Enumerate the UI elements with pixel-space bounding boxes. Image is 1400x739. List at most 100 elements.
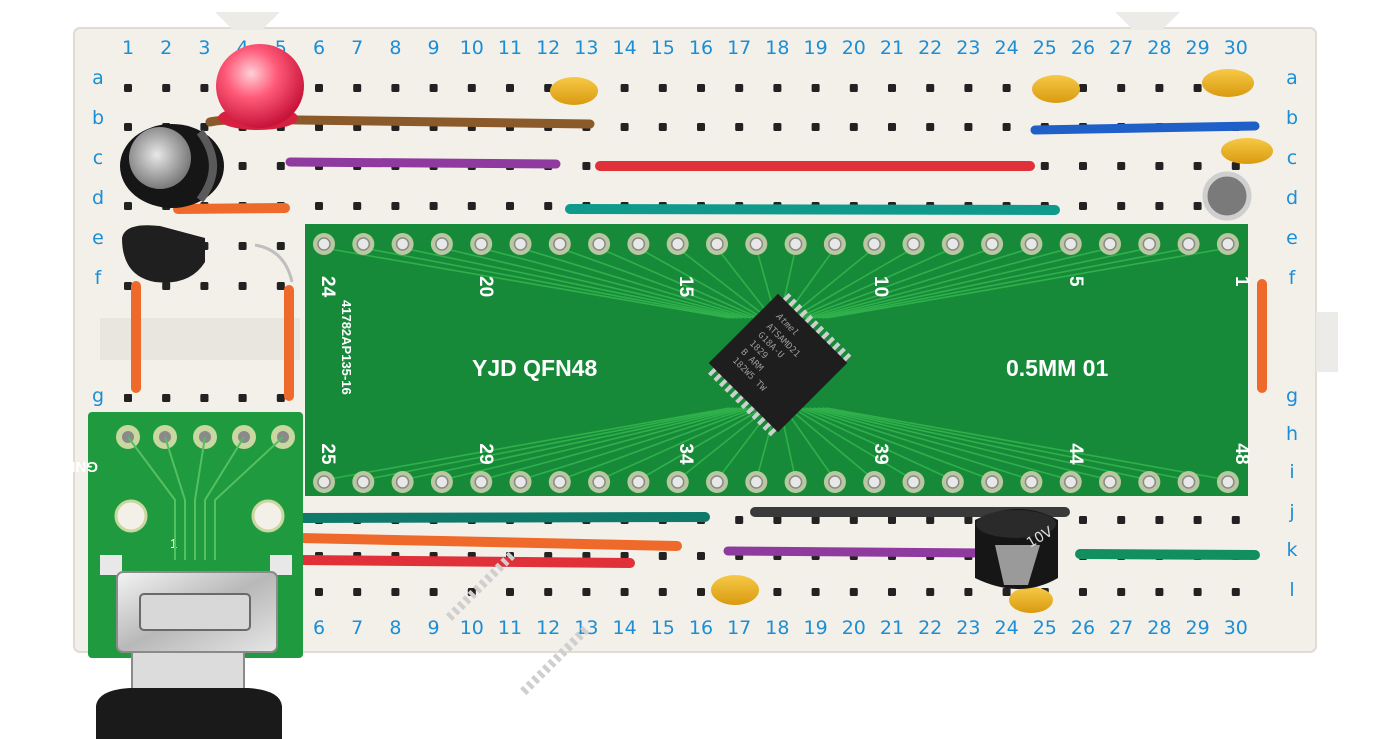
breadboard-hole: [162, 282, 171, 290]
pcb-trace: [402, 247, 739, 319]
header-pin: [1103, 475, 1117, 489]
breadboard-hole: [1193, 162, 1202, 170]
chip-lead: [804, 314, 814, 324]
chip-lead: [735, 394, 745, 404]
breadboard-hole: [315, 588, 323, 596]
capacitor-stripe: [196, 129, 217, 203]
breadboard-hole: [124, 202, 132, 210]
column-number: 17: [727, 37, 751, 59]
pcb-trace: [813, 407, 1111, 481]
breadboard-hole: [620, 84, 629, 92]
breadboard-hole: [1079, 84, 1087, 92]
breadboard-hole: [1079, 516, 1087, 524]
row-letter: l: [1289, 579, 1294, 601]
breadboard-hole: [1002, 588, 1011, 596]
breadboard-hole: [1231, 588, 1240, 596]
column-number: 26: [1071, 37, 1095, 59]
breadboard-hole: [1155, 162, 1164, 170]
header-pin: [474, 237, 488, 251]
chip-lead: [842, 352, 852, 363]
pcb-trace: [598, 407, 760, 481]
chip-lead: [558, 647, 568, 658]
header-pin: [356, 237, 371, 251]
breadboard-hole: [926, 123, 935, 131]
breadboard-hole: [238, 242, 247, 250]
chip-lead: [494, 562, 505, 572]
pin-number-label: 15: [675, 276, 696, 298]
chip-lead: [456, 600, 466, 610]
chip-lead: [782, 292, 792, 303]
row-letter: d: [92, 187, 104, 209]
breadboard-hole: [162, 84, 171, 92]
breadboard-hole: [276, 242, 285, 250]
header-pin: [1142, 237, 1157, 251]
row-letter: h: [1286, 423, 1298, 445]
column-number: 29: [1186, 37, 1210, 59]
row-letter: j: [1288, 501, 1294, 523]
pcb-trace: [809, 407, 1071, 481]
chip-lead: [451, 606, 461, 616]
breadboard-hole: [1002, 123, 1011, 131]
chip-leads: [445, 292, 852, 696]
breadboard-hole: [773, 123, 782, 131]
pcb-trace: [787, 407, 875, 481]
pcb-trace: [826, 407, 1229, 481]
breadboard-hole: [582, 588, 591, 596]
column-number: 22: [918, 617, 942, 639]
column-number: 28: [1147, 617, 1171, 639]
pcb-trace: [821, 407, 1189, 481]
row-letter: a: [92, 67, 104, 89]
header-pin: [788, 237, 803, 251]
ceramic-capacitor: [711, 575, 759, 605]
red-led: [216, 44, 304, 128]
chip-lead: [831, 341, 841, 352]
pcb-trace: [520, 247, 751, 319]
wire-purple-top: [285, 157, 561, 169]
pin-number-label: 39: [870, 443, 891, 464]
breadboard-hole: [315, 84, 323, 92]
column-number: 1: [122, 37, 134, 59]
header-pin: [356, 475, 371, 489]
header-pin: [985, 237, 999, 251]
ceramic-capacitor: [550, 77, 598, 105]
board-side-tab: [1316, 312, 1338, 372]
breadboard-hole: [276, 162, 285, 170]
breadboard-hole: [1040, 162, 1049, 170]
header-pin: [946, 237, 960, 251]
row-letter: e: [92, 227, 104, 249]
column-number: 23: [956, 37, 980, 59]
row-letter: b: [92, 107, 104, 129]
column-number: 8: [389, 37, 401, 59]
chip-lead: [531, 675, 541, 685]
header-pin: [553, 237, 567, 251]
chip-lead: [713, 372, 723, 382]
chip-lead: [814, 325, 825, 335]
header-pin: [592, 237, 606, 251]
chip-lead: [483, 573, 494, 583]
pcb-trace: [805, 407, 1032, 481]
wire-purple-bottom: [723, 546, 990, 558]
breadboard-hole: [1079, 202, 1087, 210]
breadboard-hole: [926, 588, 935, 596]
breadboard-hole: [429, 588, 438, 596]
header-pin: [906, 475, 921, 489]
breadboard-hole: [506, 84, 514, 92]
ceramic-capacitor: [1009, 587, 1053, 613]
transistor: [122, 225, 205, 283]
column-number: 10: [460, 37, 484, 59]
header-pin: [670, 475, 685, 489]
pin-number-label: 48: [1231, 443, 1252, 464]
chip-lead: [536, 669, 546, 679]
breadboard-hole: [1193, 84, 1202, 92]
pcb-trace: [480, 247, 747, 319]
column-number: 25: [1033, 617, 1057, 639]
capacitor-bottom-top: [976, 510, 1056, 538]
breadboard-hole: [353, 202, 362, 210]
breadboard-hole: [1155, 588, 1164, 596]
pin-number-label: 24: [317, 276, 338, 298]
column-number: 13: [574, 617, 598, 639]
header-pin: [828, 475, 842, 489]
breadboard-hole: [888, 123, 896, 131]
breadboard-hole: [1155, 202, 1164, 210]
breadboard-hole: [697, 84, 705, 92]
